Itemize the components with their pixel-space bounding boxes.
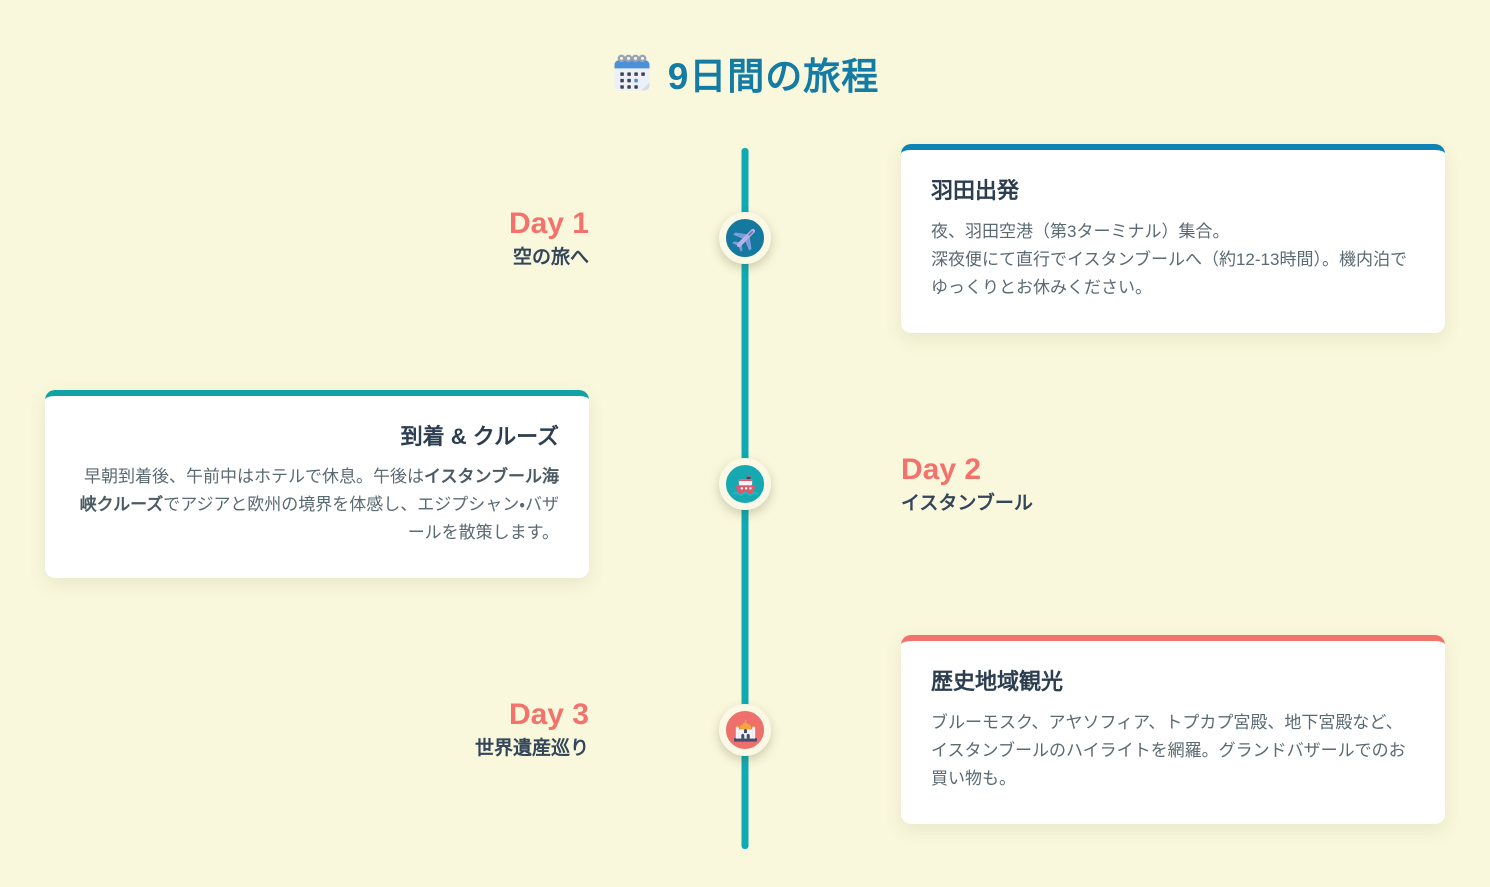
day1-number: Day 1 — [508, 206, 589, 240]
itinerary-card-day3: 歴史地域観光 ブルーモスク、アヤソフィア、トプカプ宮殿、地下宮殿など、イスタンブ… — [901, 635, 1445, 824]
timeline-node-day2 — [719, 457, 771, 510]
day3-number: Day 3 — [508, 698, 589, 732]
card-body-day2: 早朝到着後、午前中はホテルで休息。午後はイスタンブール海峡クルーズでアジアと欧州… — [79, 467, 559, 543]
timeline-row-day1: Day 1 空の旅へ 羽田出発 — [45, 144, 1445, 333]
day2-card-column: 到着 & クルーズ 早朝到着後、午前中はホテルで休息。午後はイスタンブール海峡ク… — [45, 389, 589, 579]
ship-icon — [732, 475, 758, 497]
day3-subtitle: 世界遺産巡り — [474, 738, 589, 760]
day1-label-column: Day 1 空の旅へ — [45, 207, 589, 270]
card-title-day1: 羽田出発 — [931, 178, 1020, 203]
day3-label: Day 3 世界遺産巡り — [45, 698, 589, 761]
day2-subtitle: イスタンブール — [901, 492, 1033, 514]
day3-label-column: Day 3 世界遺産巡り — [45, 698, 589, 761]
day2-label-column: Day 2 イスタンブール — [901, 453, 1445, 516]
day1-card-column: 羽田出発 夜、羽田空港（第3ターミナル）集合。深夜便にて直行でイスタンブールへ（… — [901, 144, 1445, 333]
card-title-day2: 到着 & クルーズ — [400, 423, 559, 449]
day1-label: Day 1 空の旅へ — [45, 207, 589, 270]
itinerary-card-day2: 到着 & クルーズ 早朝到着後、午前中はホテルで休息。午後はイスタンブール海峡ク… — [45, 389, 589, 579]
day1-node-column — [589, 212, 901, 265]
timeline-row-day3: Day 3 世界遺産巡り — [45, 635, 1445, 824]
mosque-icon — [733, 720, 757, 742]
day2-node-column — [589, 457, 901, 510]
timeline: Day 1 空の旅へ 羽田出発 — [45, 144, 1445, 849]
timeline-row-day2: 到着 & クルーズ 早朝到着後、午前中はホテルで休息。午後はイスタンブール海峡ク… — [45, 389, 1445, 579]
card-body-day3: ブルーモスク、アヤソフィア、トプカプ宮殿、地下宮殿など、イスタンブールのハイライ… — [931, 712, 1406, 788]
page-title: 9日間の旅程 — [0, 46, 1490, 100]
day3-card-column: 歴史地域観光 ブルーモスク、アヤソフィア、トプカプ宮殿、地下宮殿など、イスタンブ… — [901, 635, 1445, 824]
card-title-day3: 歴史地域観光 — [931, 669, 1064, 695]
spiral-calendar-icon — [614, 54, 650, 91]
day3-node-column — [589, 703, 901, 756]
itinerary-card-day1: 羽田出発 夜、羽田空港（第3ターミナル）集合。深夜便にて直行でイスタンブールへ（… — [901, 144, 1445, 333]
page-title-text: 9日間の旅程 — [667, 56, 880, 97]
day1-subtitle: 空の旅へ — [512, 246, 589, 268]
day2-number: Day 2 — [901, 452, 982, 486]
day2-label: Day 2 イスタンブール — [901, 453, 1445, 516]
timeline-node-day3 — [719, 703, 771, 756]
timeline-node-day1 — [719, 212, 771, 265]
card-body-day1: 夜、羽田空港（第3ターミナル）集合。深夜便にて直行でイスタンブールへ（約12-1… — [931, 221, 1407, 297]
airplane-icon — [731, 228, 755, 252]
itinerary-page: { "theme": { "background": "#FAF8DC", "t… — [0, 46, 1490, 887]
